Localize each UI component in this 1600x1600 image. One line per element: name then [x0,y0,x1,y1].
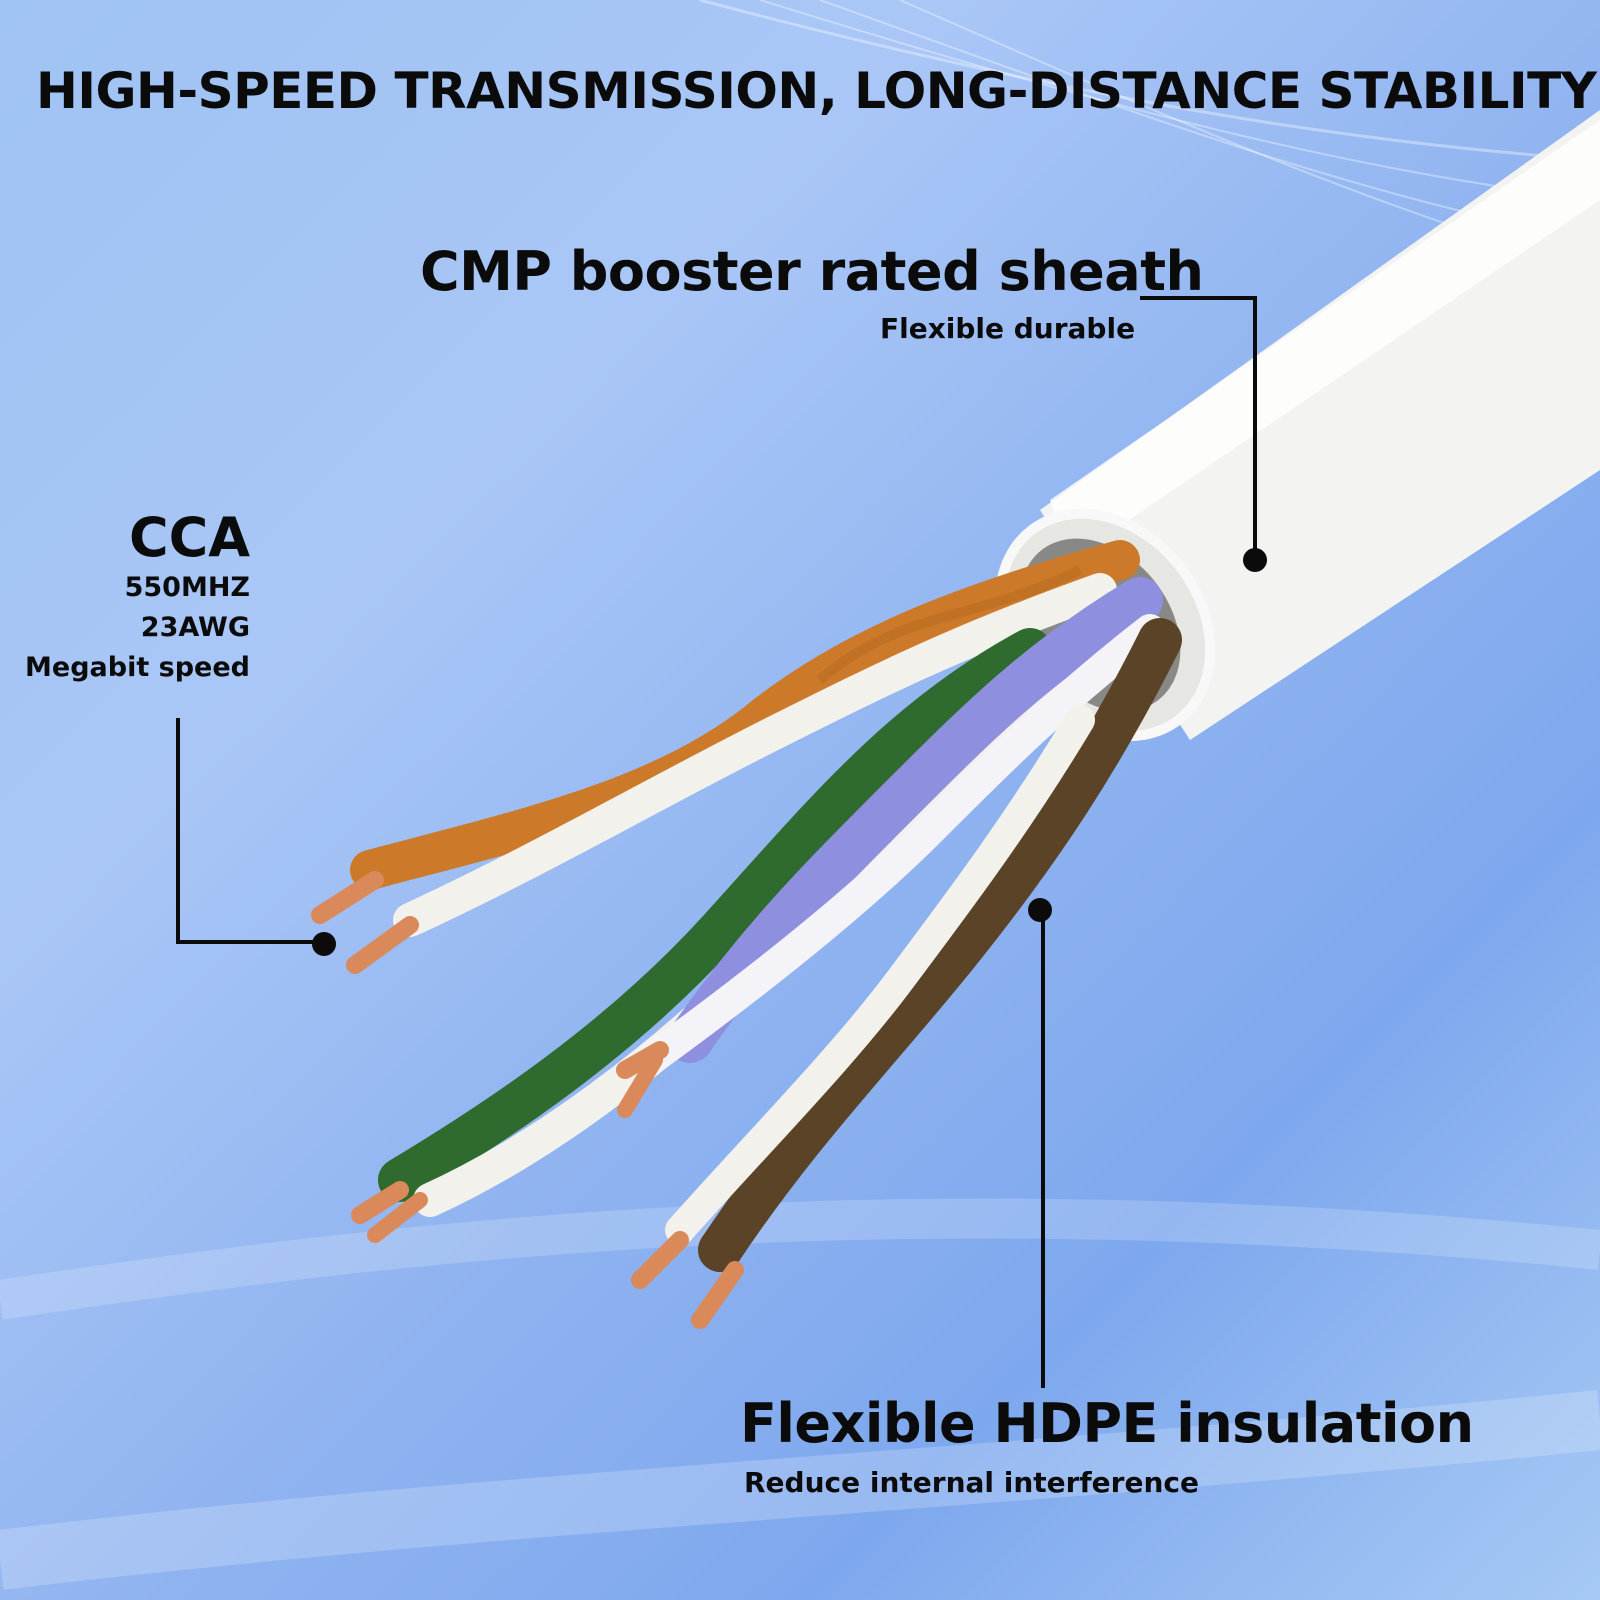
headline: HIGH-SPEED TRANSMISSION, LONG-DISTANCE S… [36,62,1597,120]
blue-twisted-pair [616,577,1166,1118]
cca-gauge: 23AWG [140,612,250,643]
sheath-title: CMP booster rated sheath [420,240,1204,303]
insulation-leader-line [1028,898,1052,1388]
cca-frequency: 550MHZ [124,572,250,603]
cca-leader-line [176,718,336,956]
cca-title: CCA [128,506,250,569]
sheath-subtitle: Flexible durable [880,312,1136,345]
insulation-subtitle: Reduce internal interference [744,1466,1199,1499]
orange-twisted-pair [311,540,1140,974]
brown-twisted-pair [631,618,1182,1329]
cca-callout: CCA 550MHZ 23AWG Megabit speed [25,508,250,688]
cca-speed: Megabit speed [25,652,250,683]
sheath-leader-line [1140,296,1267,572]
background-streaks [0,0,1600,1560]
insulation-title: Flexible HDPE insulation [740,1392,1474,1455]
